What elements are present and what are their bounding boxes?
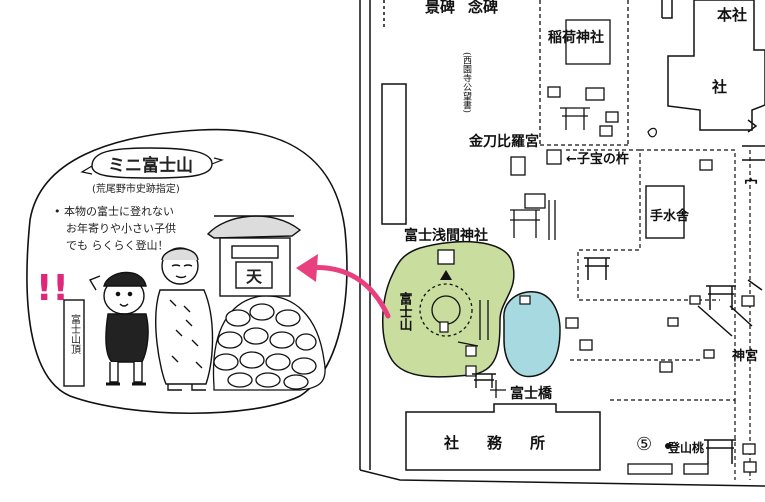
callout-title-banner — [80, 147, 224, 179]
mini-shrine-char: 天 — [246, 267, 263, 286]
callout-text-1: • 本物の富士に登れない — [54, 204, 174, 218]
summit-sign-text: 富士山頂 — [69, 313, 81, 355]
honsha-building — [661, 0, 765, 131]
callout-text-3: でも らくらく登山！ — [66, 238, 169, 252]
dashed-paths — [566, 149, 751, 480]
torii-gates-right — [584, 119, 765, 464]
temizusha-building — [645, 185, 685, 239]
label-keihi: 景碑 — [425, 0, 455, 16]
label-side-char: 宀 — [744, 177, 758, 194]
label-jingu: 神宮 — [732, 348, 758, 364]
marker-number-5: ⑤ — [636, 434, 652, 455]
callout-subtitle: (荒尾野市史跡指定) — [92, 182, 180, 195]
pond — [503, 291, 561, 378]
map-boundary — [359, 0, 765, 487]
leaf-icon — [647, 127, 657, 138]
label-shamusho: 社務所 — [443, 434, 573, 452]
mound-box-c — [465, 365, 477, 377]
small-boxes-right — [565, 159, 757, 475]
summit-sign: 富士山頂 — [63, 299, 85, 387]
sengen-shrine-box — [437, 249, 455, 265]
pointer-arrow — [303, 264, 391, 319]
grandmother-figure — [155, 247, 214, 391]
bridge-marks — [490, 380, 506, 398]
tozan-dot — [665, 443, 671, 449]
label-konpira: 金刀比羅宮 — [468, 133, 539, 150]
callout-title: ミニ富士山 — [108, 155, 193, 176]
mound-box-b — [439, 321, 449, 333]
mound-box-a — [465, 345, 477, 357]
mound-torii — [472, 373, 496, 388]
label-fujibashi: 富士橋 — [510, 385, 553, 402]
label-kodakara: ←子宝の杵 — [566, 151, 629, 167]
label-tozan-momo: 登山桃 — [667, 440, 704, 455]
summit-triangle — [440, 270, 452, 280]
label-inari: 稲荷神社 — [548, 29, 604, 46]
mini-shrine-illustration — [206, 215, 302, 297]
shamusho-building — [405, 403, 601, 471]
pointer-arrowhead — [296, 254, 318, 282]
callout-text-2: お年寄りや小さい子供 — [66, 221, 176, 235]
label-fujisan: 富士山 — [397, 291, 413, 332]
label-kinenhi-note: (西園寺公望書) — [461, 52, 472, 113]
label-kinenhi: 念碑 — [467, 0, 498, 16]
label-honsha: 本社 — [717, 6, 747, 24]
label-temizusha: 手水舎 — [650, 208, 690, 224]
konpira-structures — [510, 149, 562, 240]
boy-figure — [88, 271, 149, 386]
label-sengen: 富士浅間神社 — [404, 227, 488, 244]
pond-box — [519, 295, 531, 305]
stone-mound-illustration — [212, 295, 326, 391]
inari-shrine-area — [539, 0, 629, 146]
label-honsha-sha: 社 — [711, 78, 727, 96]
long-building — [381, 83, 407, 225]
